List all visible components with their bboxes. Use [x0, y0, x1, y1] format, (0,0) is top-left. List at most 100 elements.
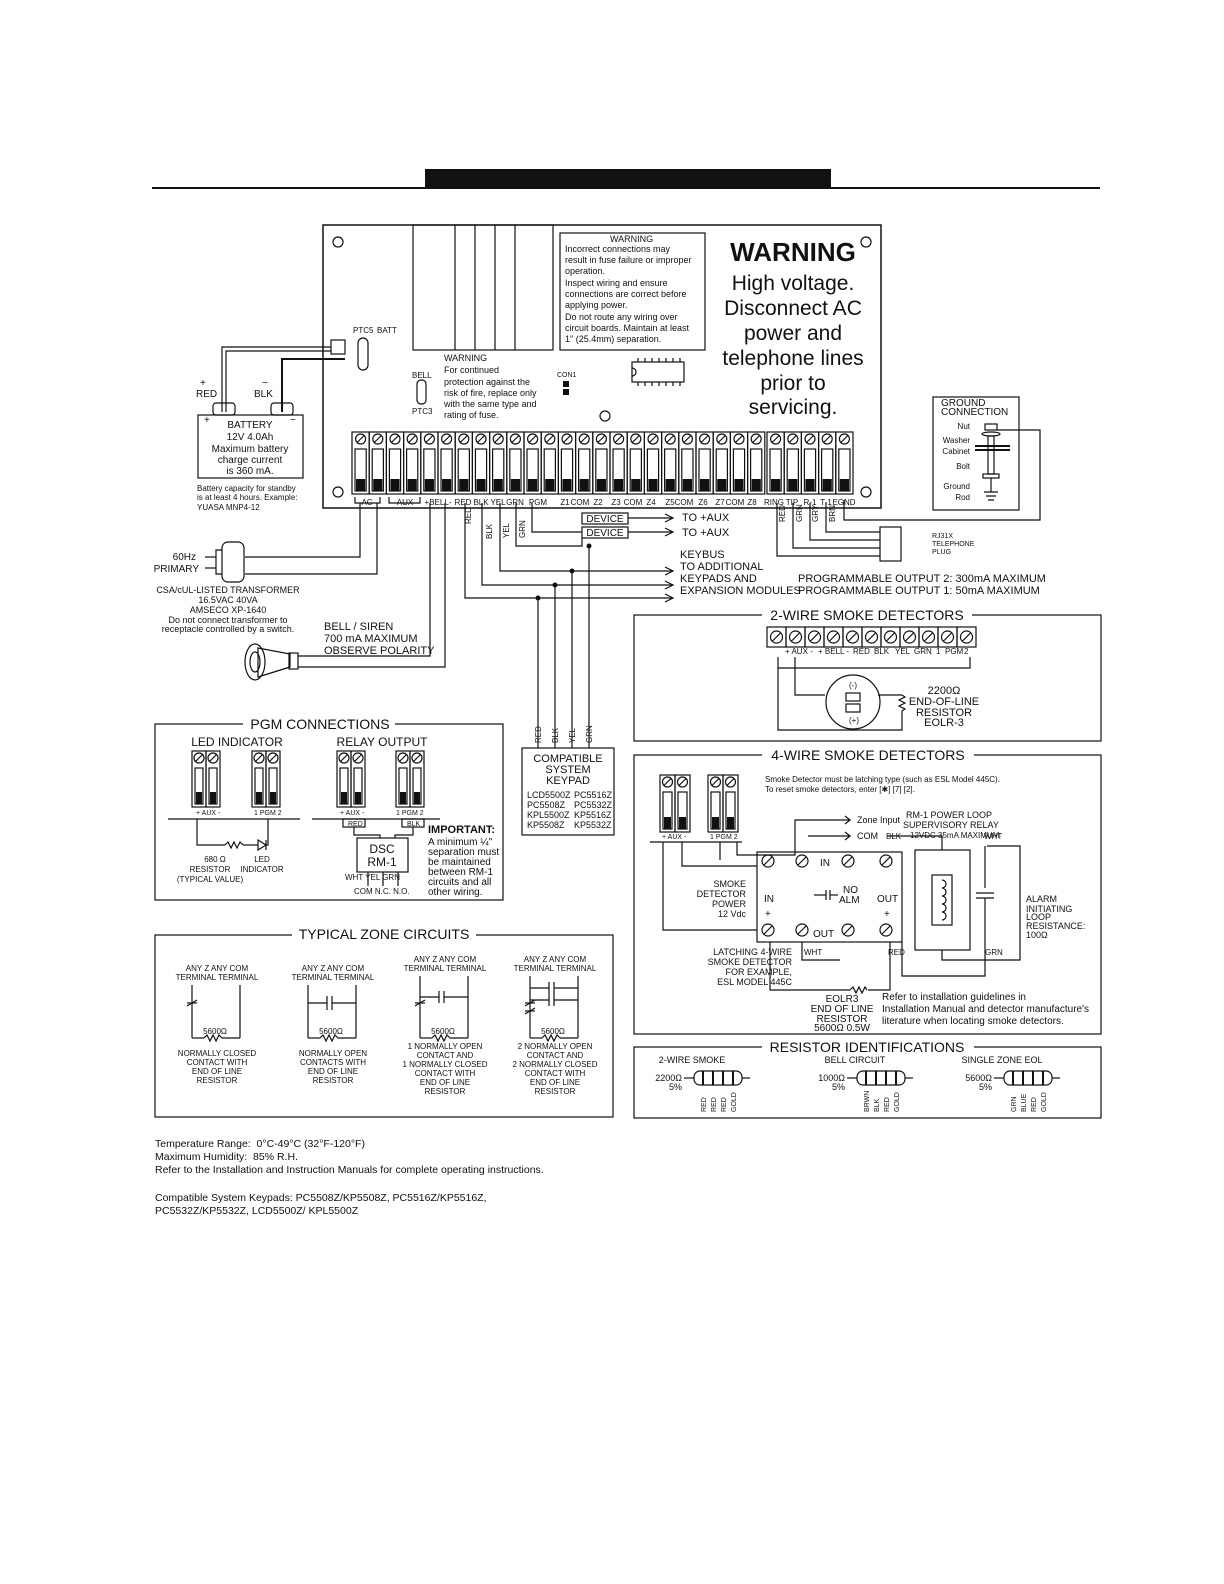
svg-text:TO +AUX: TO +AUX — [682, 512, 730, 524]
svg-text:RESISTOR: RESISTOR — [190, 865, 231, 874]
svg-text:+: + — [884, 909, 890, 920]
svg-text:−: − — [290, 415, 296, 426]
svg-text:BRN: BRN — [828, 505, 837, 522]
keybus-wiring: RED BLK YEL GRN DEVICE DEVICE TO +AUX TO… — [464, 503, 1046, 748]
svg-text:To reset smoke detectors, ente: To reset smoke detectors, enter [✱] [7] … — [765, 785, 915, 794]
detector-screw — [841, 923, 855, 937]
svg-text:CONTACT AND: CONTACT AND — [527, 1051, 584, 1060]
svg-text:+ AUX -: + AUX - — [340, 810, 365, 817]
telephone-wiring: RJ31X TELEPHONE PLUG RED GRN GRY BRN — [776, 503, 975, 562]
four-wire-smoke-section: 4-WIRE SMOKE DETECTORS Smoke Detector mu… — [633, 746, 1102, 1035]
batt-label: BATT — [377, 326, 397, 335]
footer-temperature: Temperature Range: 0°C-49°C (32°F-120°F) — [155, 1138, 365, 1150]
svg-text:RJ31X: RJ31X — [932, 533, 953, 540]
svg-text:EOLR3: EOLR3 — [826, 994, 859, 1005]
svg-text:servicing.: servicing. — [749, 396, 838, 419]
svg-text:GRN: GRN — [985, 948, 1003, 957]
eol-resistor — [319, 1033, 339, 1043]
footer-keypads-2: PC5532Z/KP5532Z, LCD5500Z/ KPL5500Z — [155, 1205, 359, 1217]
svg-text:IMPORTANT:: IMPORTANT: — [428, 824, 495, 836]
terminal-label: Z7 — [715, 498, 725, 507]
svg-text:RM-1 POWER LOOP: RM-1 POWER LOOP — [906, 810, 992, 820]
svg-text:+ AUX -: + AUX - — [196, 810, 221, 817]
svg-text:FOR EXAMPLE,: FOR EXAMPLE, — [725, 967, 792, 977]
nut-icon — [984, 423, 998, 431]
svg-text:ANY Z ANY COM: ANY Z ANY COM — [414, 955, 477, 964]
small-warning-title: WARNING — [610, 234, 653, 244]
svg-text:RESISTOR: RESISTOR — [313, 1076, 354, 1085]
ground-rod-icon — [984, 478, 998, 501]
svg-text:5%: 5% — [979, 1082, 992, 1092]
svg-text:is 360 mA.: is 360 mA. — [226, 466, 273, 477]
svg-text:1 NORMALLY CLOSED: 1 NORMALLY CLOSED — [402, 1060, 487, 1069]
svg-text:680 Ω: 680 Ω — [204, 855, 226, 864]
svg-text:RESISTOR: RESISTOR — [425, 1087, 466, 1096]
svg-text:PRIMARY: PRIMARY — [154, 564, 200, 575]
svg-text:IN: IN — [764, 894, 774, 905]
svg-text:connections are correct before: connections are correct before — [565, 289, 687, 299]
svg-text:(+): (+) — [849, 716, 859, 725]
rm1-relay-coil — [914, 849, 971, 951]
svg-text:DEVICE: DEVICE — [586, 514, 624, 525]
led-icon — [257, 838, 268, 852]
rj31x-plug — [879, 526, 902, 562]
svg-text:5600Ω: 5600Ω — [319, 1027, 343, 1036]
svg-text:TO ADDITIONAL: TO ADDITIONAL — [680, 561, 764, 573]
resistor-body — [856, 1070, 906, 1086]
svg-text:SINGLE ZONE EOL: SINGLE ZONE EOL — [961, 1055, 1042, 1065]
bell-siren-section: BELL / SIREN 700 mA MAXIMUM OBSERVE POLA… — [244, 503, 446, 681]
svg-text:60Hz: 60Hz — [173, 552, 196, 563]
svg-text:AMSECO XP-1640: AMSECO XP-1640 — [190, 605, 267, 615]
svg-text:KP5508Z: KP5508Z — [527, 820, 565, 830]
terminal-label: COM — [624, 498, 643, 507]
svg-text:+: + — [765, 909, 771, 920]
svg-text:NORMALLY OPEN: NORMALLY OPEN — [299, 1049, 367, 1058]
svg-text:For continued: For continued — [444, 365, 499, 375]
svg-text:GRY: GRY — [811, 504, 820, 522]
board-terminal — [351, 431, 370, 495]
svg-text:+: + — [204, 415, 210, 426]
footer-keypads-1: Compatible System Keypads: PC5508Z/KP550… — [155, 1192, 487, 1204]
terminal-label: Z1 — [560, 498, 570, 507]
two-wire-smoke-section: 2-WIRE SMOKE DETECTORS + AUX - + BELL - … — [633, 606, 1102, 742]
svg-text:ANY Z ANY COM: ANY Z ANY COM — [302, 964, 365, 973]
svg-text:GROUND: GROUND — [941, 398, 985, 409]
board-terminal — [678, 431, 697, 495]
svg-text:700 mA MAXIMUM: 700 mA MAXIMUM — [324, 633, 418, 645]
svg-text:Battery capacity for standby: Battery capacity for standby — [197, 484, 296, 493]
detector-screw — [879, 923, 893, 937]
control-panel-board: PTC5 BATT BELL PTC3 CON1 WARNING Incorre… — [322, 224, 882, 509]
svg-text:WHT: WHT — [984, 832, 1002, 841]
terminal-label: YEL — [490, 498, 506, 507]
svg-text:Bolt: Bolt — [956, 462, 971, 471]
svg-text:RED: RED — [701, 1097, 708, 1112]
pgm-terminal — [350, 750, 366, 808]
pgm-terminal — [191, 750, 207, 808]
pgm-terminal — [205, 750, 221, 808]
svg-text:Refer to installation guidelin: Refer to installation guidelines in — [882, 992, 1026, 1003]
svg-text:KEYBUS: KEYBUS — [680, 549, 725, 561]
battery-fuse — [357, 337, 369, 371]
detector-screw — [795, 854, 809, 868]
svg-text:KP5532Z: KP5532Z — [574, 820, 612, 830]
svg-text:RED: RED — [721, 1097, 728, 1112]
svg-text:END OF LINE: END OF LINE — [308, 1067, 358, 1076]
detector-screw — [841, 854, 855, 868]
battery-section: + RED − BLK + − BATTERY 12V 4.0Ah Maximu… — [196, 346, 345, 512]
svg-text:BELL / SIREN: BELL / SIREN — [324, 621, 393, 633]
high-voltage-warning: WARNING High voltage. Disconnect AC powe… — [722, 237, 863, 419]
svg-text:separation must: separation must — [428, 847, 499, 858]
svg-text:BLK: BLK — [551, 727, 560, 743]
svg-text:between RM-1: between RM-1 — [428, 867, 493, 878]
led-indicator-title: LED INDICATOR — [191, 735, 283, 749]
relay-output-title: RELAY OUTPUT — [337, 735, 429, 749]
svg-text:OUT: OUT — [813, 929, 834, 940]
battery-red-label: RED — [196, 389, 217, 400]
svg-text:Cabinet: Cabinet — [942, 447, 970, 456]
terminal-label: TIP — [786, 498, 798, 507]
svg-text:−: − — [262, 378, 268, 389]
svg-text:TELEPHONE: TELEPHONE — [932, 541, 975, 548]
svg-text:2200Ω: 2200Ω — [928, 685, 961, 697]
